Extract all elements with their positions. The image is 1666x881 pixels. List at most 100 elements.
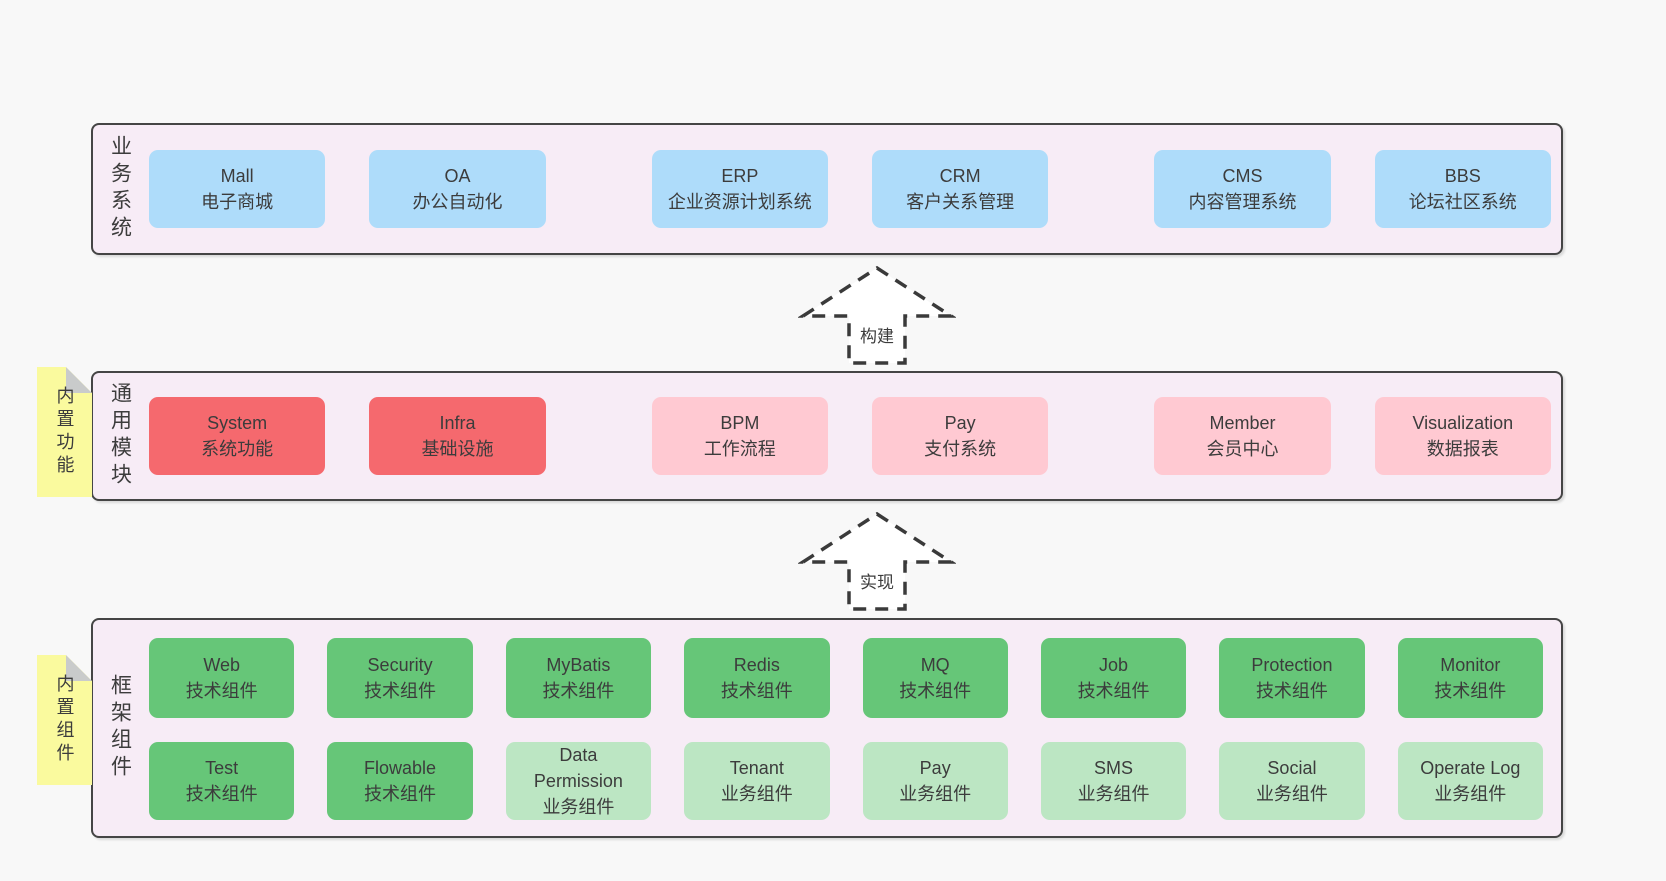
business-boxes-row: Mall 电子商城 OA 办公自动化 ERP 企业资源计划系统 CRM 客户关系… (147, 125, 1561, 253)
box-name: MyBatis (546, 655, 611, 675)
box-name: Web (203, 655, 241, 675)
box-bpm: BPM 工作流程 (651, 397, 828, 475)
box-visualization: Visualization 数据报表 (1374, 397, 1551, 475)
box-job: Job 技术组件 (1040, 638, 1187, 718)
box-crm: CRM 客户关系管理 (871, 150, 1049, 228)
box-desc: 技术组件 (1434, 681, 1507, 701)
section-label-text: 通用模块 (108, 382, 132, 490)
box-desc: 数据报表 (1426, 439, 1499, 459)
box-name: CMS (1222, 166, 1263, 186)
box-mybatis: MyBatis 技术组件 (505, 638, 652, 718)
framework-boxes-grid: Web 技术组件 Security 技术组件 MyBatis 技术组件 Redi… (147, 620, 1561, 836)
box-name: Operate Log (1420, 758, 1521, 778)
box-desc: 技术组件 (185, 784, 258, 804)
box-name: Infra (439, 413, 476, 433)
build-arrow: 构建 (798, 264, 956, 366)
box-desc: 会员中心 (1206, 439, 1279, 459)
box-desc: 工作流程 (703, 439, 776, 459)
box-system: System 系统功能 (149, 397, 326, 475)
box-infra: Infra 基础设施 (369, 397, 546, 475)
box-desc: 论坛社区系统 (1408, 192, 1517, 212)
box-name: ERP (721, 166, 759, 186)
box-desc: 内容管理系统 (1188, 192, 1297, 212)
box-mq: MQ 技术组件 (862, 638, 1008, 718)
box-name: Monitor (1440, 655, 1501, 675)
box-data-permission: Data Permission 业务组件 (505, 742, 652, 820)
framework-section-label: 框架组件 (93, 620, 147, 836)
box-name: CRM (939, 166, 981, 186)
box-pay: Pay 支付系统 (871, 397, 1049, 475)
box-web: Web 技术组件 (149, 638, 295, 718)
box-name: Protection (1251, 655, 1333, 675)
box-name: Security (367, 655, 433, 675)
box-name: Visualization (1412, 413, 1514, 433)
box-desc: 业务组件 (1077, 784, 1150, 804)
box-desc: 客户关系管理 (906, 192, 1015, 212)
box-redis: Redis 技术组件 (684, 638, 830, 718)
box-flowable: Flowable 技术组件 (327, 742, 473, 820)
box-desc: 技术组件 (364, 681, 437, 701)
box-name: Pay (944, 413, 976, 433)
business-section-label: 业务系统 (93, 125, 147, 253)
box-desc: 技术组件 (364, 784, 437, 804)
box-desc: 企业资源计划系统 (667, 192, 812, 212)
box-desc: 技术组件 (1255, 681, 1328, 701)
box-desc: 基础设施 (421, 439, 494, 459)
box-desc: 技术组件 (542, 681, 615, 701)
common-modules-section: 通用模块 System 系统功能 Infra 基础设施 BPM 工作流程 Pay… (91, 371, 1563, 501)
box-desc: 技术组件 (1077, 681, 1150, 701)
box-desc: 技术组件 (185, 681, 258, 701)
box-name: BBS (1444, 166, 1481, 186)
sticky-label: 内置组件 (37, 655, 92, 785)
box-protection: Protection 技术组件 (1219, 638, 1365, 718)
box-cms: CMS 内容管理系统 (1154, 150, 1331, 228)
modules-boxes-row: System 系统功能 Infra 基础设施 BPM 工作流程 Pay 支付系统… (147, 373, 1561, 499)
box-name: OA (444, 166, 471, 186)
box-security: Security 技术组件 (327, 638, 473, 718)
box-name: Pay (919, 758, 951, 778)
box-desc: 支付系统 (924, 439, 997, 459)
box-name: Tenant (729, 758, 784, 778)
box-name: Data Permission (533, 745, 623, 791)
box-desc: 业务组件 (1255, 784, 1328, 804)
implement-arrow: 实现 (798, 510, 956, 612)
sticky-label-text: 内置功能 (54, 386, 75, 478)
modules-section-label: 通用模块 (93, 373, 147, 499)
box-test: Test 技术组件 (149, 742, 295, 820)
box-desc: 技术组件 (899, 681, 972, 701)
framework-components-section: 框架组件 Web 技术组件 Security 技术组件 MyBatis 技术组件… (91, 618, 1563, 838)
box-name: Social (1267, 758, 1317, 778)
box-name: MQ (920, 655, 950, 675)
box-pay-business: Pay 业务组件 (862, 742, 1008, 820)
box-desc: 业务组件 (542, 797, 615, 817)
box-desc: 业务组件 (1434, 784, 1507, 804)
build-arrow-label: 构建 (860, 327, 894, 346)
box-desc: 办公自动化 (412, 192, 503, 212)
sticky-label: 内置功能 (37, 367, 92, 497)
box-tenant: Tenant 业务组件 (684, 742, 830, 820)
box-desc: 业务组件 (899, 784, 972, 804)
box-name: System (207, 413, 268, 433)
box-social: Social 业务组件 (1219, 742, 1365, 820)
implement-arrow-label: 实现 (860, 573, 894, 592)
box-oa: OA 办公自动化 (369, 150, 546, 228)
box-mall: Mall 电子商城 (149, 150, 326, 228)
box-erp: ERP 企业资源计划系统 (651, 150, 828, 228)
box-name: Test (205, 758, 239, 778)
box-desc: 系统功能 (201, 439, 274, 459)
box-name: Mall (220, 166, 254, 186)
sticky-note-builtin-components: 内置组件 (37, 655, 92, 785)
box-name: Job (1099, 655, 1129, 675)
box-name: BPM (720, 413, 760, 433)
section-label-text: 框架组件 (108, 674, 132, 782)
box-member: Member 会员中心 (1154, 397, 1331, 475)
box-desc: 业务组件 (720, 784, 793, 804)
box-desc: 电子商城 (201, 192, 274, 212)
box-name: Member (1209, 413, 1276, 433)
section-label-text: 业务系统 (108, 135, 132, 243)
box-bbs: BBS 论坛社区系统 (1374, 150, 1551, 228)
sticky-note-builtin-features: 内置功能 (37, 367, 92, 497)
box-sms: SMS 业务组件 (1040, 742, 1187, 820)
box-name: Redis (733, 655, 780, 675)
box-operate-log: Operate Log 业务组件 (1397, 742, 1543, 820)
